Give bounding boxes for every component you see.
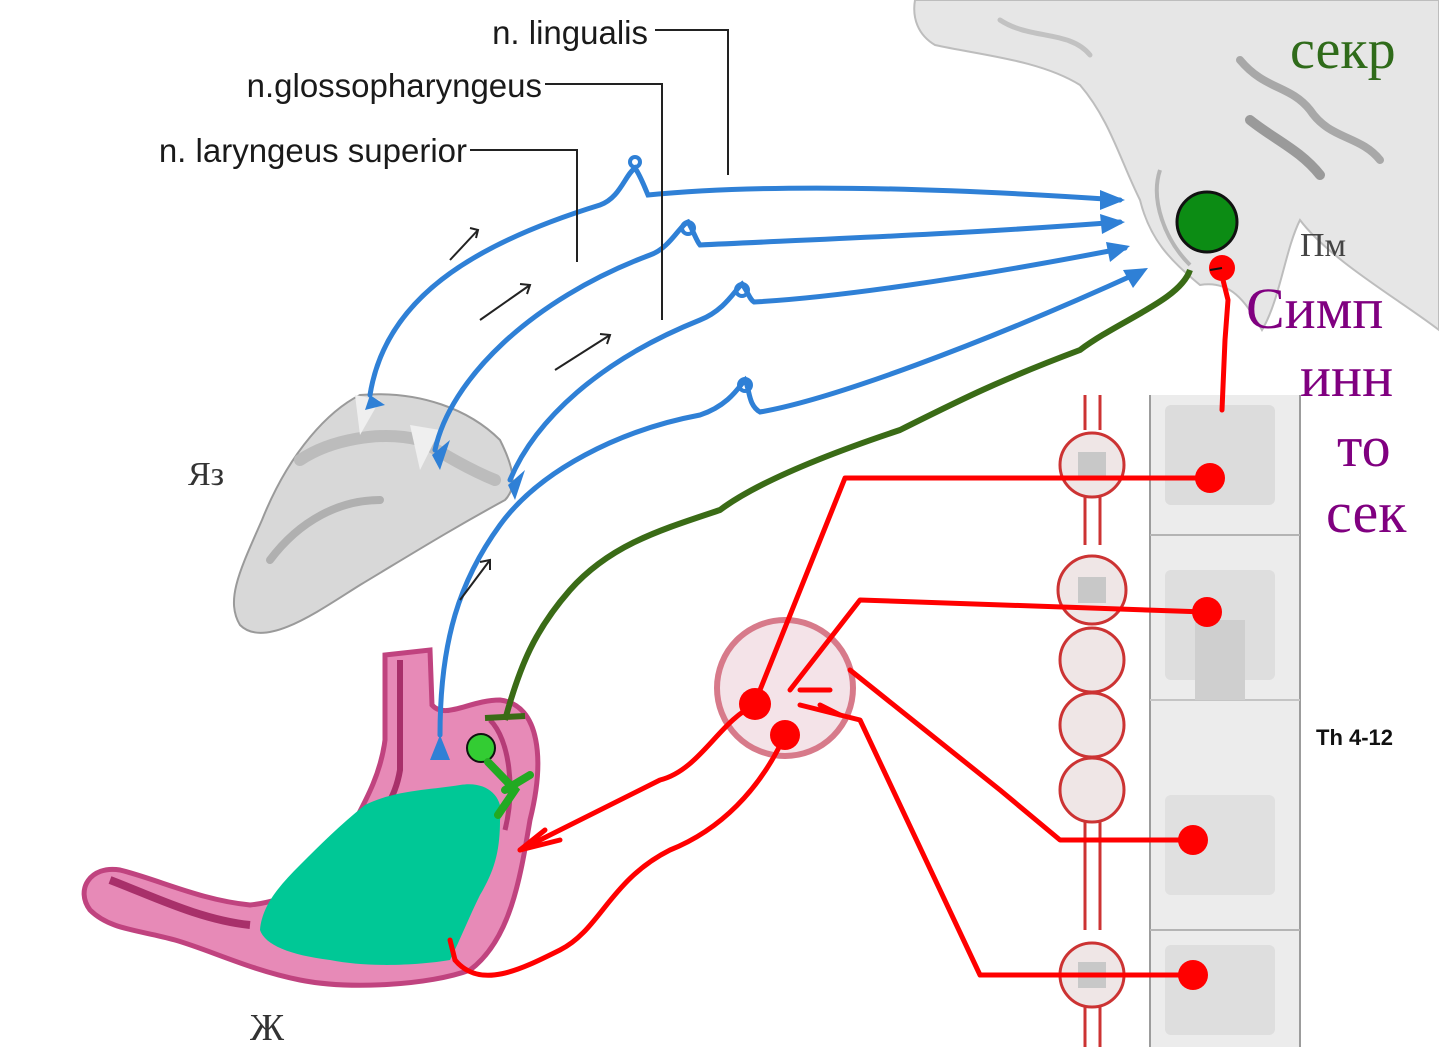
label-stomach: Ж [250,1007,285,1047]
label-medulla: Пм [1300,227,1346,264]
sympathetic-chain [1058,395,1126,1047]
label-tongue: Яз [188,456,224,493]
label-n-glossopharyngeus: n.glossopharyngeus [247,67,542,104]
heading-sympathetic-line1: Симп [1246,276,1383,341]
label-spinal-segment: Th 4-12 [1316,725,1393,750]
glossopharyngeal-nerve-fiber [435,222,1120,450]
spinal-cord-illustration [1150,395,1300,1047]
heading-sympathetic-line3: то [1337,414,1391,479]
preganglionic-fiber-3 [850,670,1190,840]
heading-secretion-green: секр [1290,19,1396,81]
sympathetic-fibers [450,268,1228,975]
label-n-lingualis: n. lingualis [492,14,648,51]
vagus-nucleus [1177,192,1237,252]
vagal-ending [485,716,525,718]
tongue-illustration [234,394,513,633]
heading-sympathetic-line4: сек [1326,480,1407,545]
heading-sympathetic-line2: инн [1300,344,1393,409]
label-n-laryngeus-superior: n. laryngeus superior [159,132,467,169]
intramural-neuron [467,734,495,762]
postganglionic-fiber-1 [520,705,755,850]
brainstem-descending-fiber [1220,268,1228,410]
